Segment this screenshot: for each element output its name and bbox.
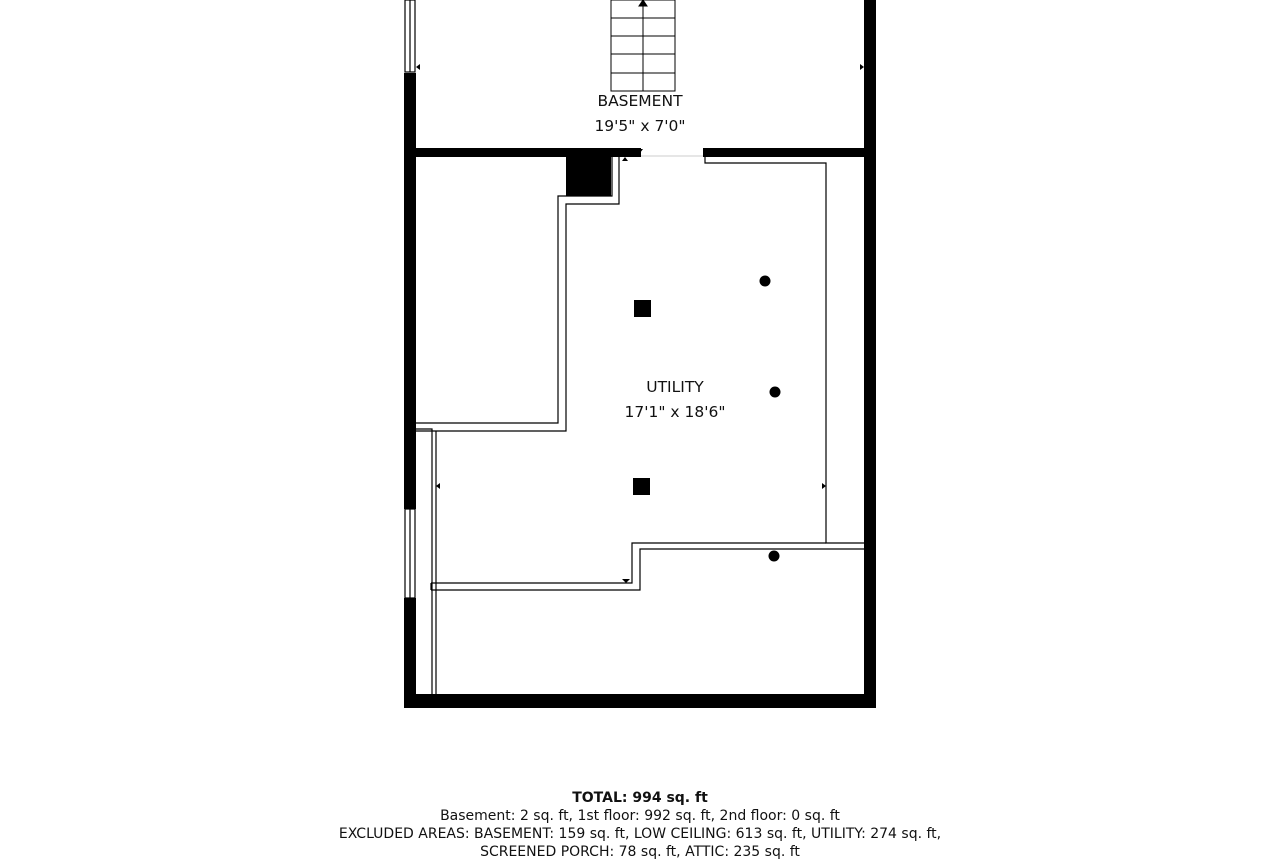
partition-step-outer [431, 542, 826, 584]
tick-icon [622, 579, 630, 583]
left-wall-lower [404, 598, 416, 708]
exterior-walls [404, 0, 876, 708]
windows [404, 0, 416, 599]
divider-wall-left [416, 148, 641, 157]
room-dimensions-utility: 17'1" x 18'6" [625, 403, 726, 421]
partition-storage-outer [416, 157, 613, 424]
room-dimensions-basement: 19'5" x 7'0" [594, 117, 685, 135]
dimension-ticks [416, 64, 864, 583]
right-wall [864, 0, 876, 708]
square-column-upper [634, 300, 651, 317]
tick-icon [637, 149, 643, 153]
tick-icon [860, 64, 864, 70]
area-summary: TOTAL: 994 sq. ft Basement: 2 sq. ft, 1s… [0, 789, 1280, 861]
tick-icon [416, 64, 420, 70]
total-area: TOTAL: 994 sq. ft [572, 790, 708, 806]
divider-wall-right [703, 148, 864, 157]
partition-lower-outer [416, 428, 433, 694]
tick-icon [822, 483, 826, 489]
round-post-3 [768, 550, 780, 562]
room-name-utility: UTILITY [646, 378, 704, 396]
round-post-2 [769, 386, 781, 398]
partition-storage-inner [416, 157, 620, 432]
bottom-wall [404, 694, 876, 708]
chimney-block [566, 155, 611, 196]
tick-icon [436, 483, 440, 489]
left-wall-upper [404, 73, 416, 509]
excluded-areas-line-1: EXCLUDED AREAS: BASEMENT: 159 sq. ft, LO… [338, 826, 942, 842]
round-post-1 [759, 275, 771, 287]
square-column-lower [633, 478, 650, 495]
floor-breakdown: Basement: 2 sq. ft, 1st floor: 992 sq. f… [440, 808, 840, 824]
tick-icon [622, 157, 628, 161]
partition-right-outer [704, 157, 864, 544]
columns [633, 275, 781, 562]
excluded-areas-line-2: SCREENED PORCH: 78 sq. ft, ATTIC: 235 sq… [480, 844, 800, 860]
interior-partitions [416, 157, 864, 694]
staircase [610, 0, 676, 92]
partition-step-inner [431, 548, 826, 591]
room-name-basement: BASEMENT [597, 92, 683, 110]
stair-arrow-icon [638, 0, 648, 7]
